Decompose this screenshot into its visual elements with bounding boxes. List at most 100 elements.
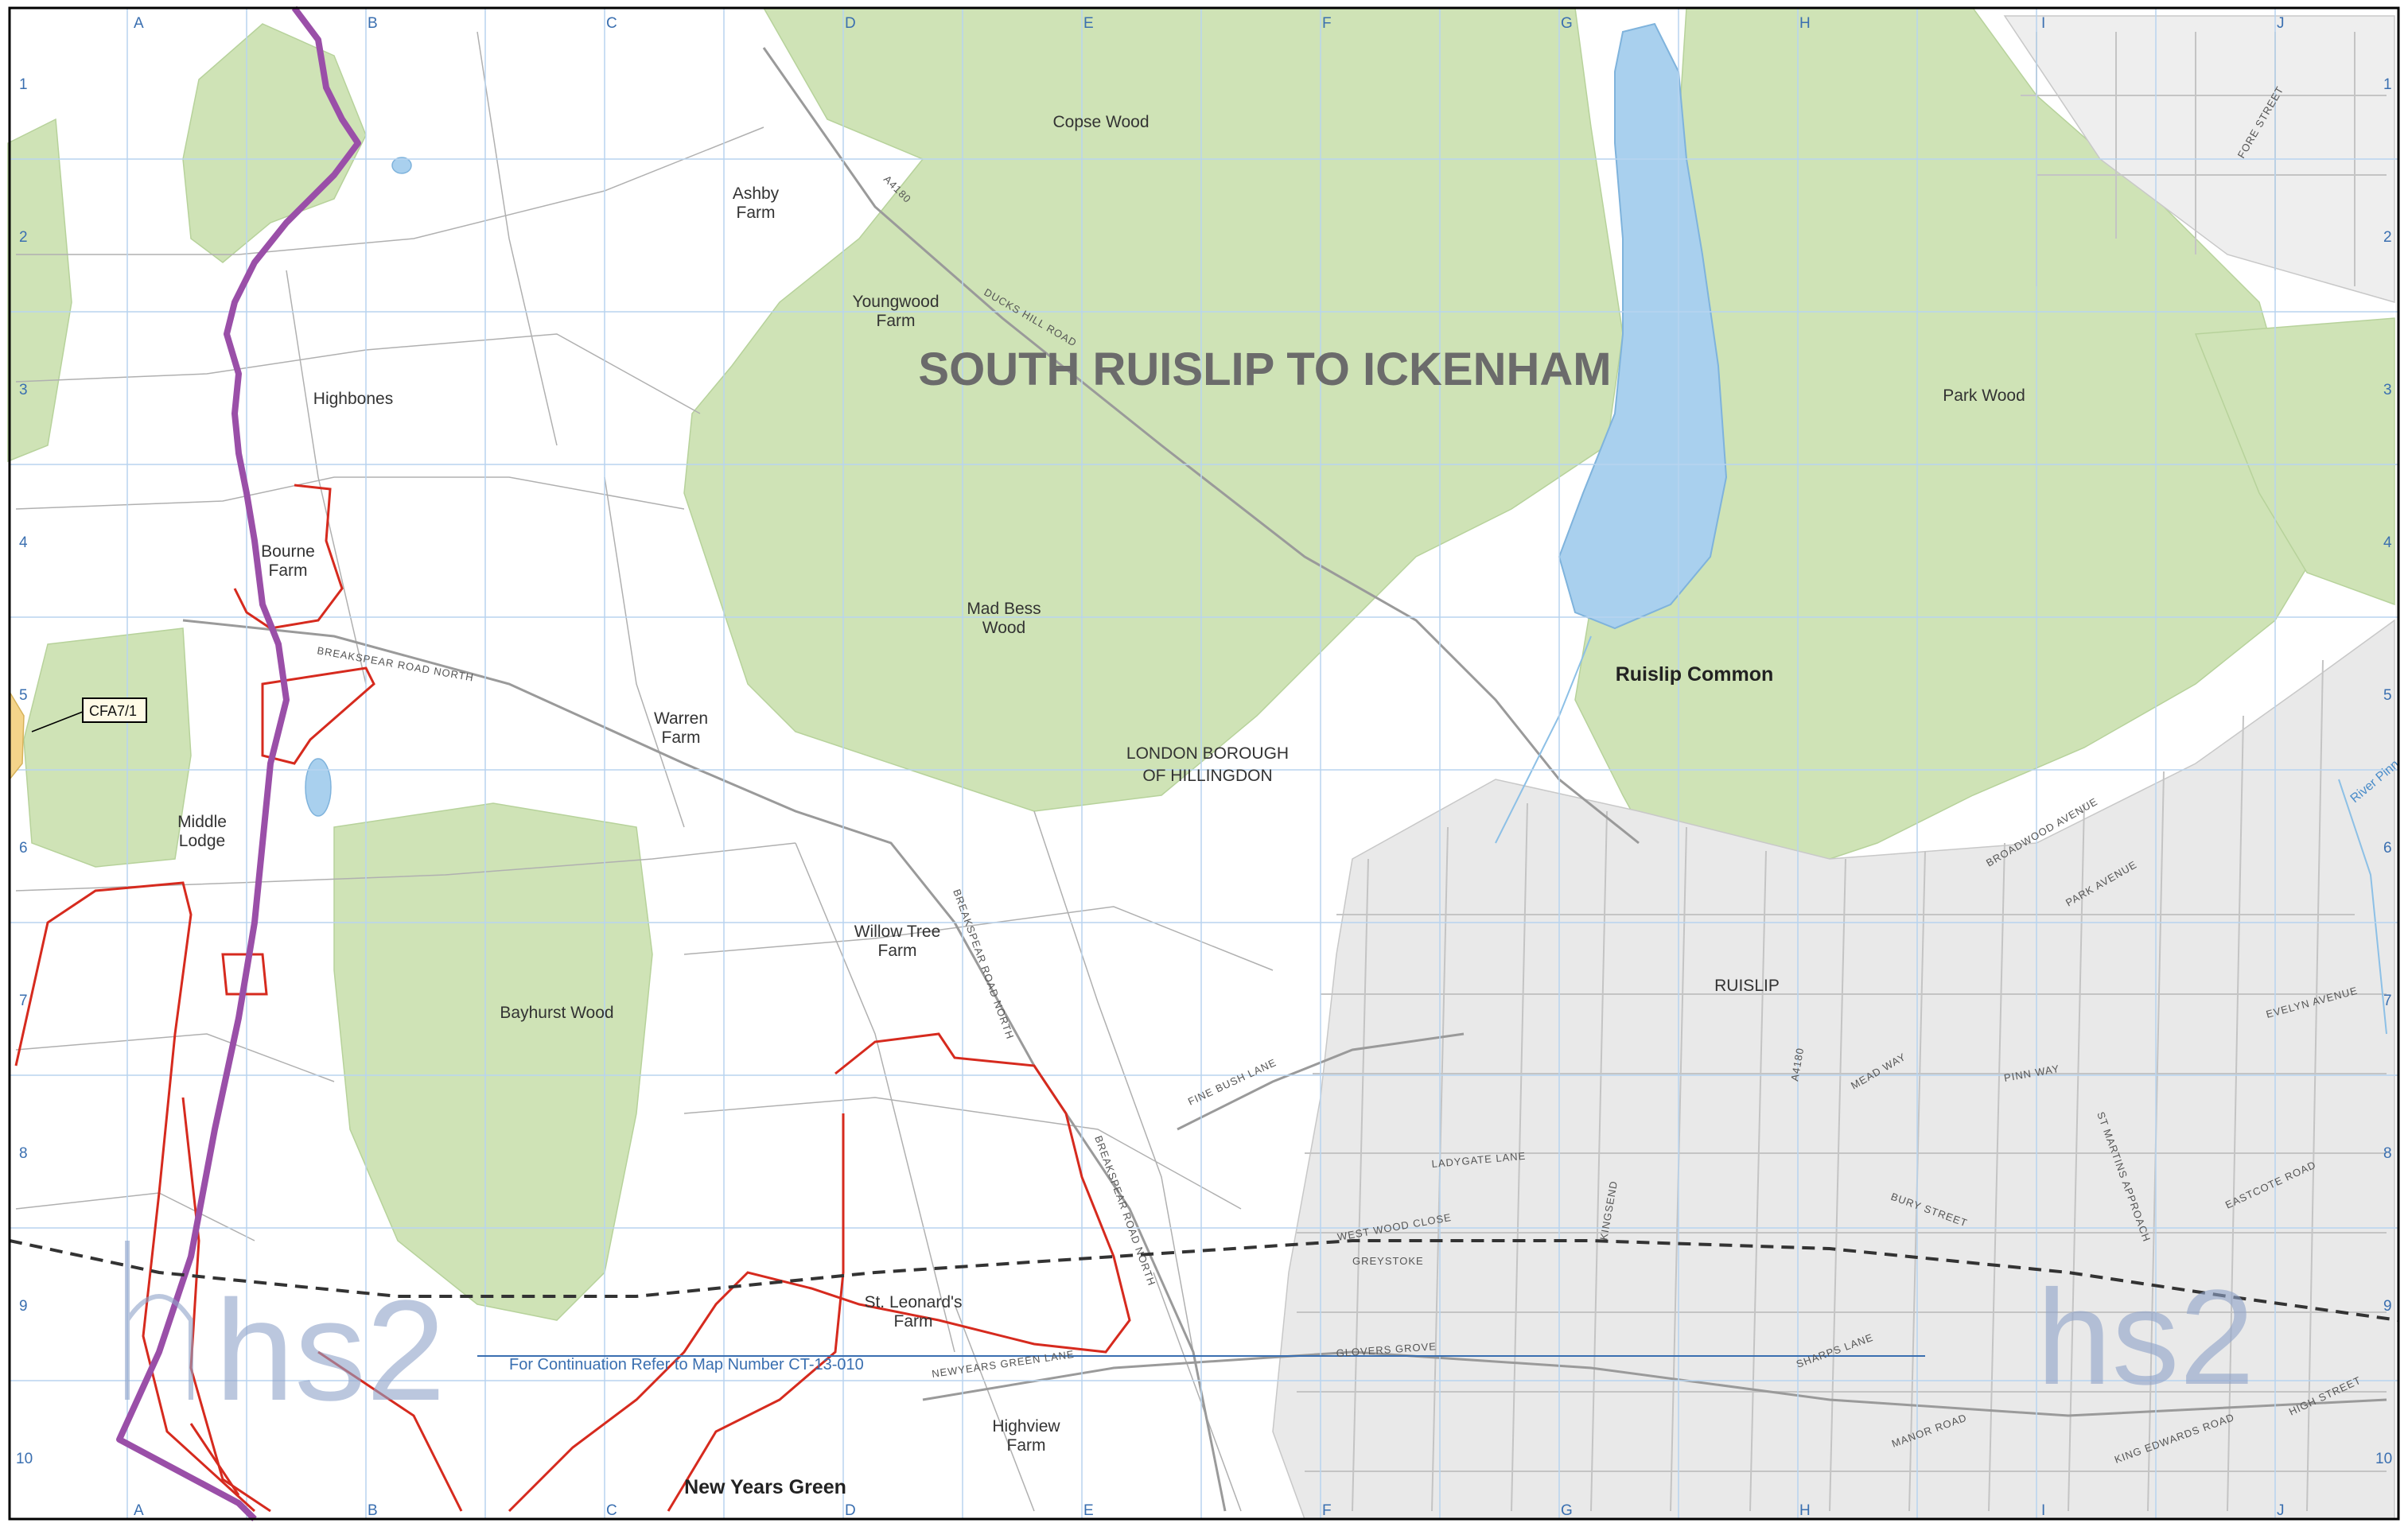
label-park-wood: Park Wood	[1943, 387, 2025, 405]
grid-row-left-10: 10	[16, 1451, 33, 1467]
hs2-logo-left-text: hs2	[215, 1271, 445, 1431]
place-labels: Copse Wood Ashby Farm Youngwood Farm Hig…	[177, 113, 2025, 1498]
boundary-west-corridor	[14, 881, 256, 1513]
hs2-route-path	[116, 6, 361, 1521]
grid-row-left-6: 6	[19, 840, 28, 857]
grid-col-bottom-f: F	[1322, 1502, 1332, 1519]
boundary-near-road	[261, 666, 375, 765]
grid-col-bottom-j: J	[2277, 1502, 2285, 1519]
label-highbones: Highbones	[313, 390, 393, 408]
grid-col-top-j: J	[2277, 15, 2285, 32]
label-new-years-green: New Years Green	[684, 1476, 846, 1498]
label-copse-wood: Copse Wood	[1052, 113, 1149, 131]
woodland-areas	[7, 7, 2395, 1321]
grid-row-right-9: 9	[2383, 1298, 2392, 1315]
ducks-hill-road-line	[762, 47, 1640, 845]
grid-row-right-6: 6	[2383, 840, 2392, 857]
ruislip-urban-fill	[1272, 619, 2395, 1520]
grid-col-bottom-g: G	[1561, 1502, 1573, 1519]
pond-near-middle-lodge	[305, 758, 332, 817]
grid-row-right-5: 5	[2383, 687, 2392, 704]
grid-row-left-8: 8	[19, 1145, 28, 1162]
label-mad-bess: Mad Bess	[967, 600, 1041, 618]
residential-streets	[1297, 32, 2387, 1512]
road-greystoke: GREYSTOKE	[1352, 1255, 1424, 1267]
cfa-callout-box	[82, 697, 147, 723]
grid-row-left-9: 9	[19, 1298, 28, 1315]
breakspear-road-line	[182, 619, 1227, 1512]
grid-row-left-3: 3	[19, 382, 28, 398]
grid-row-left-4: 4	[19, 534, 28, 551]
grid-row-right-10: 10	[2375, 1451, 2392, 1467]
grid-col-bottom-d: D	[845, 1502, 856, 1519]
east-wood-area	[2194, 317, 2395, 606]
label-middle: Middle	[177, 813, 227, 831]
map-frame	[8, 6, 2400, 1521]
label-ashby: Ashby	[733, 185, 780, 203]
grid-row-left-5: 5	[19, 687, 28, 704]
grid-row-right-2: 2	[2383, 229, 2392, 246]
river-pinn-line	[2338, 779, 2387, 1035]
grid-col-bottom-h: H	[1799, 1502, 1811, 1519]
boundary-st-leonards	[508, 1032, 1131, 1513]
boundary-south-west	[317, 1350, 463, 1512]
label-borough-line-2: OF HILLINGDON	[1142, 767, 1272, 785]
label-bourne: Bourne	[261, 542, 315, 561]
boundary-lines	[14, 484, 1131, 1513]
newyears-green-lane-line	[922, 1350, 2387, 1417]
grid-col-bottom-b: B	[368, 1502, 378, 1519]
label-middle-lodge: Lodge	[179, 832, 225, 850]
label-ruislip: RUISLIP	[1714, 977, 1780, 995]
grid-column-labels: A B C D E F G H I J A B C D E F G H I J	[134, 15, 2285, 1519]
label-st-leonards-farm: Farm	[894, 1312, 933, 1331]
bayhurst-wood-area	[333, 802, 653, 1321]
copse-wood-area	[683, 7, 1624, 812]
grid-col-top-a: A	[134, 15, 144, 32]
continuation-note: For Continuation Refer to Map Number CT-…	[509, 1356, 864, 1373]
fine-bush-lane-line	[1177, 1032, 1465, 1131]
label-highview-farm: Farm	[1007, 1436, 1046, 1455]
label-willow-tree-farm: Farm	[878, 942, 917, 960]
grid-col-bottom-c: C	[606, 1502, 617, 1519]
label-youngwood: Youngwood	[853, 293, 939, 311]
map-grid	[10, 8, 2398, 1519]
hs2-logo-left: hs2	[125, 1241, 445, 1431]
grid-row-labels: 1 2 3 4 5 6 7 8 9 10 1 2 3 4 5 6 7 8 9 1…	[16, 76, 2392, 1467]
grid-row-left-1: 1	[19, 76, 28, 93]
grid-col-bottom-a: A	[134, 1502, 144, 1519]
west-edge-wood-area	[7, 118, 72, 463]
boundary-corner	[189, 1423, 240, 1496]
cfa-callout-label: CFA7/1	[89, 703, 137, 719]
grid-col-top-f: F	[1322, 15, 1332, 32]
grid-col-top-b: B	[368, 15, 378, 32]
grid-col-top-g: G	[1561, 15, 1573, 32]
route-line	[116, 6, 361, 1521]
grid-col-top-h: H	[1799, 15, 1811, 32]
grid-col-bottom-i: I	[2041, 1502, 2045, 1519]
label-willow-tree: Willow Tree	[854, 923, 941, 941]
grid-col-top-d: D	[845, 15, 856, 32]
grid-row-right-3: 3	[2383, 382, 2392, 398]
boundary-inner-st-leonards	[667, 1113, 845, 1512]
label-mad-bess-wood: Wood	[982, 619, 1025, 637]
grid-row-left-7: 7	[19, 993, 28, 1009]
label-warren: Warren	[654, 709, 708, 728]
grid-col-bottom-e: E	[1083, 1502, 1094, 1519]
label-youngwood-farm: Farm	[877, 312, 916, 330]
label-ashby-farm: Farm	[737, 204, 776, 222]
grid-col-top-e: E	[1083, 15, 1094, 32]
tunnel-dashed-line	[9, 1239, 2399, 1322]
grid-row-left-2: 2	[19, 229, 28, 246]
grid-row-right-7: 7	[2383, 993, 2392, 1009]
pond-north	[391, 157, 412, 174]
hs2-logo-right-text: hs2	[2036, 1262, 2254, 1413]
stream-from-reservoir	[1495, 635, 1592, 844]
cfa-callout[interactable]: CFA7/1	[9, 690, 147, 782]
label-bayhurst-wood: Bayhurst Wood	[500, 1004, 613, 1022]
hs2-logo-right: hs2	[2036, 1262, 2254, 1413]
road-a4180-2: A4180	[1788, 1047, 1806, 1082]
map-title: SOUTH RUISLIP TO ICKENHAM	[918, 344, 1611, 395]
boundary-bourne-farm	[233, 484, 344, 630]
cfa-callout-leader	[31, 711, 84, 732]
